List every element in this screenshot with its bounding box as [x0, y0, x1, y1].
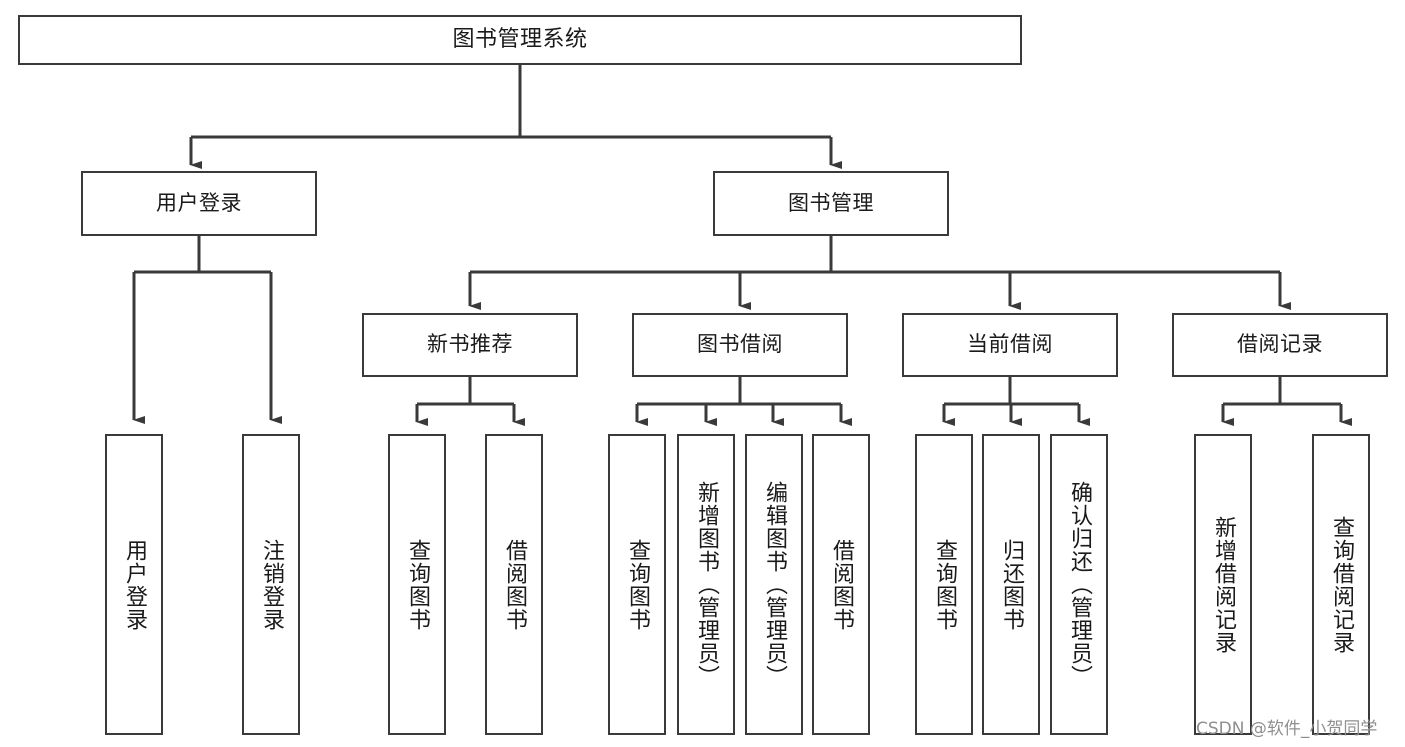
watermark-text: CSDN @软件_小贺同学	[1196, 719, 1378, 739]
leaf-borrow-record-query-record[interactable]: 查询借阅记录	[1312, 434, 1370, 735]
node-label: 借阅图书	[501, 538, 527, 631]
node-label: 借阅记录	[1237, 332, 1323, 357]
node-label: 查询图书	[931, 538, 957, 631]
node-label: 当前借阅	[967, 332, 1053, 357]
node-label: 查询借阅记录	[1328, 515, 1354, 654]
node-label: 用户登录	[156, 190, 242, 215]
node-book-management[interactable]: 图书管理	[713, 171, 949, 236]
node-label: 新书推荐	[427, 332, 513, 357]
node-label: 查询图书	[624, 538, 650, 631]
leaf-user-login-login[interactable]: 用户登录	[105, 434, 163, 735]
node-label: 查询图书	[404, 538, 430, 631]
leaf-new-book-query-book[interactable]: 查询图书	[388, 434, 446, 735]
node-label: 确认归还（管理员）	[1066, 481, 1092, 688]
leaf-user-login-logout[interactable]: 注销登录	[242, 434, 300, 735]
node-label: 编辑图书（管理员）	[761, 481, 787, 688]
node-label: 图书管理	[788, 190, 874, 215]
node-book-borrow[interactable]: 图书借阅	[632, 313, 848, 377]
leaf-book-borrow-add-book-admin[interactable]: 新增图书（管理员）	[677, 434, 735, 735]
node-label: 新增图书（管理员）	[693, 481, 719, 688]
node-current-borrow[interactable]: 当前借阅	[902, 313, 1118, 377]
node-label: 注销登录	[258, 538, 284, 631]
node-label: 借阅图书	[828, 538, 854, 631]
leaf-book-borrow-edit-book-admin[interactable]: 编辑图书（管理员）	[745, 434, 803, 735]
node-root-system[interactable]: 图书管理系统	[18, 15, 1022, 65]
node-new-book-recommend[interactable]: 新书推荐	[362, 313, 578, 377]
node-label: 图书管理系统	[452, 26, 588, 52]
node-label: 图书借阅	[697, 332, 783, 357]
leaf-new-book-borrow-book[interactable]: 借阅图书	[485, 434, 543, 735]
leaf-current-borrow-confirm-return-admin[interactable]: 确认归还（管理员）	[1050, 434, 1108, 735]
node-user-login[interactable]: 用户登录	[81, 171, 317, 236]
leaf-current-borrow-query-book[interactable]: 查询图书	[915, 434, 973, 735]
node-label: 归还图书	[998, 538, 1024, 631]
node-borrow-record[interactable]: 借阅记录	[1172, 313, 1388, 377]
leaf-book-borrow-borrow-book[interactable]: 借阅图书	[812, 434, 870, 735]
node-label: 用户登录	[121, 538, 147, 631]
leaf-book-borrow-query-book[interactable]: 查询图书	[608, 434, 666, 735]
leaf-borrow-record-add-record[interactable]: 新增借阅记录	[1194, 434, 1252, 735]
leaf-current-borrow-return-book[interactable]: 归还图书	[982, 434, 1040, 735]
node-label: 新增借阅记录	[1210, 515, 1236, 654]
